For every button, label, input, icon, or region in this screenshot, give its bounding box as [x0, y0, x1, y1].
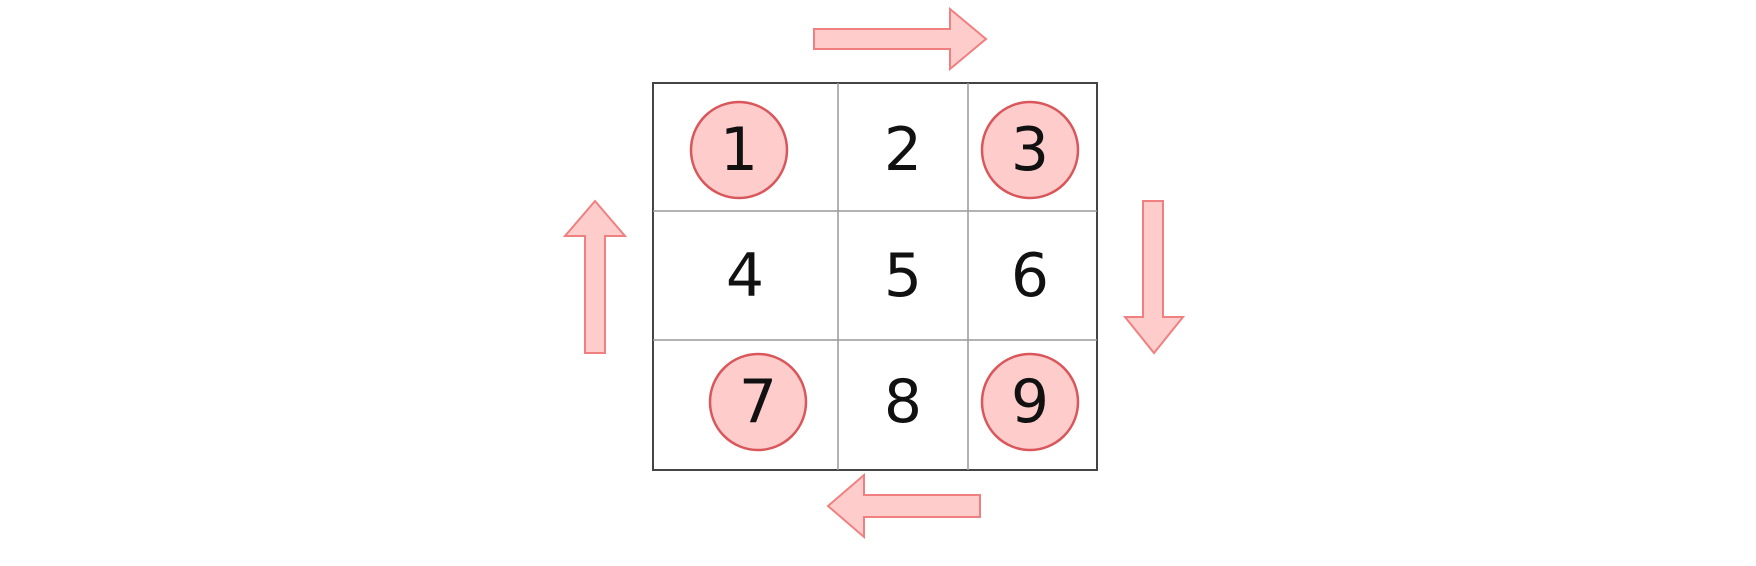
cell-number: 8 — [884, 367, 922, 437]
arrow-bottom-left-icon — [826, 472, 981, 540]
cell-number: 5 — [884, 241, 922, 311]
grid-cell-6: 6 — [1011, 241, 1049, 311]
grid-cell-9: 9 — [980, 352, 1080, 452]
cell-highlight-circle — [980, 100, 1080, 200]
grid-cell-5: 5 — [884, 241, 922, 311]
cell-number: 1 — [720, 115, 758, 185]
grid-cell-8: 8 — [884, 367, 922, 437]
grid-cell-4: 4 — [726, 241, 764, 311]
cell-number: 2 — [884, 115, 922, 185]
grid-cell-2: 2 — [884, 115, 922, 185]
cell-number: 9 — [1011, 367, 1049, 437]
cell-highlight-circle — [708, 352, 808, 452]
grid-cell-3: 3 — [980, 100, 1080, 200]
arrows-group — [562, 6, 1186, 540]
cell-number: 3 — [1011, 115, 1049, 185]
cell-highlight-circle — [689, 100, 789, 200]
grid-cell-1: 1 — [689, 100, 789, 200]
cells: 1 2 3 4 5 6 7 8 — [689, 100, 1080, 452]
cell-number: 7 — [739, 367, 777, 437]
cell-highlight-circle — [980, 352, 1080, 452]
cell-number: 4 — [726, 241, 764, 311]
arrow-right-down-icon — [1122, 200, 1186, 355]
cell-number: 6 — [1011, 241, 1049, 311]
arrow-left-up-icon — [562, 199, 628, 354]
arrow-top-right-icon — [813, 6, 988, 72]
grid-cell-7: 7 — [708, 352, 808, 452]
